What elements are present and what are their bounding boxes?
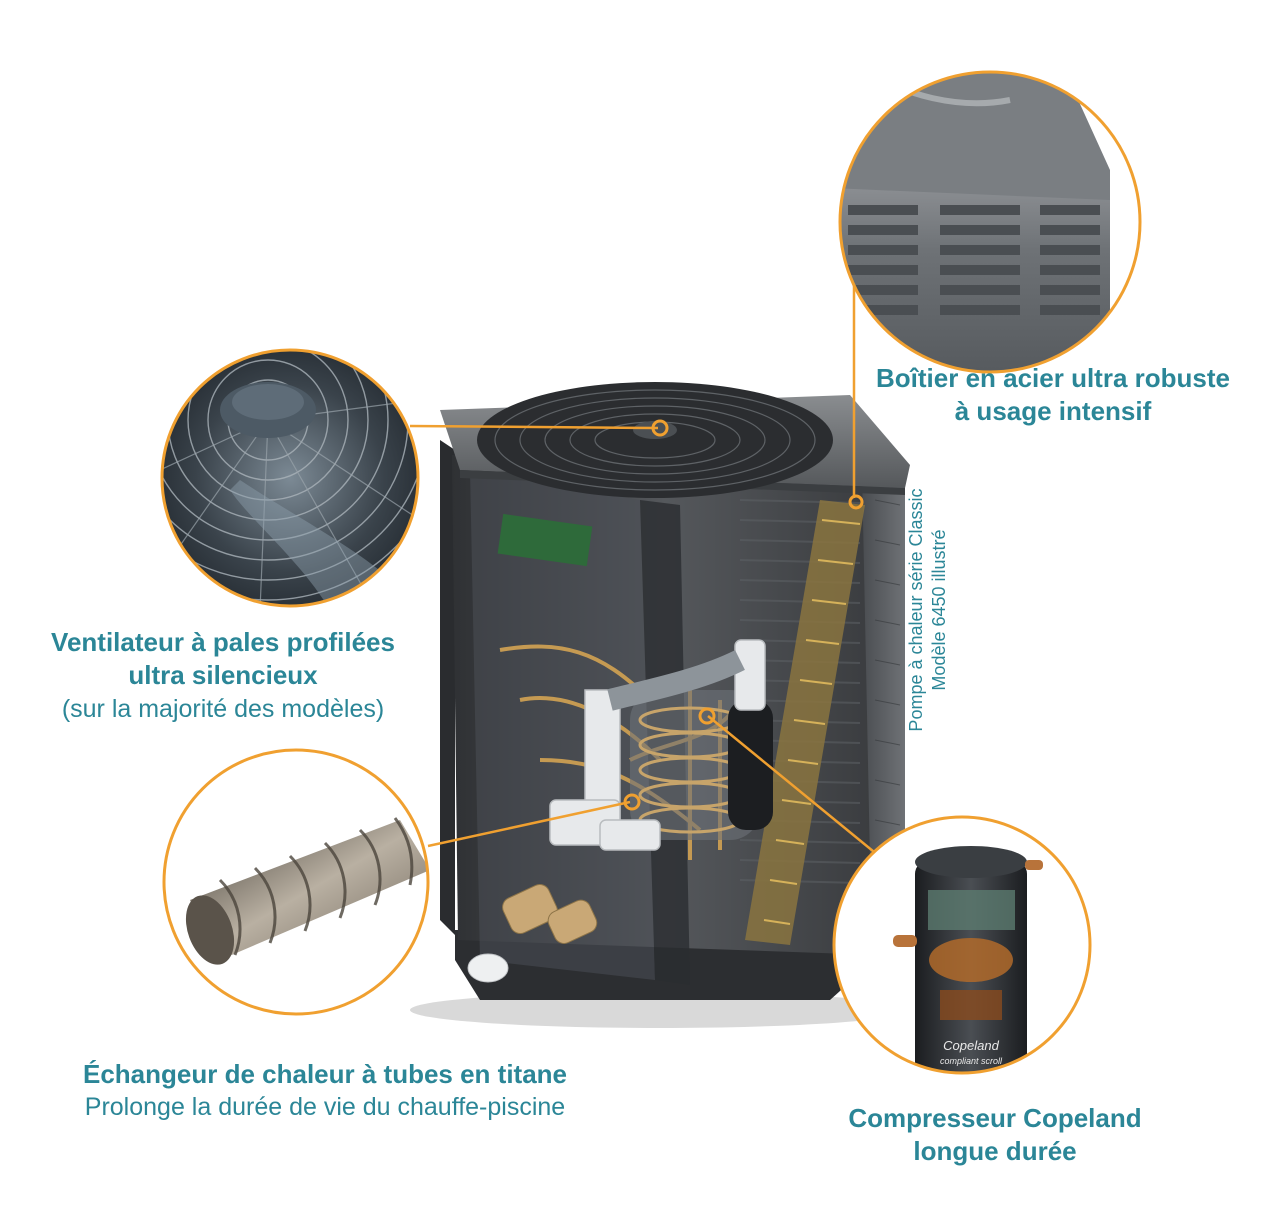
casing-label: Boîtier en acier ultra robuste à usage i…	[848, 362, 1258, 429]
casing-title-line2: à usage intensif	[954, 396, 1152, 427]
heat-exchanger-subtitle: Prolonge la durée de vie du chauffe-pisc…	[84, 1093, 566, 1122]
casing-title-line1: Boîtier en acier ultra robuste	[876, 363, 1230, 393]
compressor-title-line1: Compresseur Copeland	[848, 1103, 1142, 1133]
compressor-detail-circle: Copeland compliant scroll	[832, 815, 1092, 1075]
model-note-line1: Pompe à chaleur série Classic	[906, 488, 926, 732]
heat-exchanger-title: Échangeur de chaleur à tubes en titane	[82, 1059, 568, 1089]
compressor-title-line2: longue durée	[913, 1136, 1077, 1167]
callout-target-dots	[623, 419, 864, 811]
model-note-line2: Modèle 6450 illustré	[929, 529, 950, 691]
callout-connectors	[409, 282, 891, 866]
fan-title-line1: Ventilateur à pales profilées	[51, 627, 395, 657]
model-note: Pompe à chaleur série Classic Modèle 645…	[905, 450, 965, 770]
heat-exchanger-label: Échangeur de chaleur à tubes en titane P…	[30, 1058, 620, 1123]
fan-note: (sur la majorité des modèles)	[61, 694, 385, 723]
compressor-brand-subtext: compliant scroll	[940, 1056, 1003, 1066]
fan-title-line2: ultra silencieux	[128, 660, 318, 691]
compressor-brand-text: Copeland	[943, 1038, 999, 1053]
fan-label: Ventilateur à pales profilées ultra sile…	[18, 626, 428, 725]
heat-pump-unit	[410, 382, 910, 1028]
fan-detail-circle	[160, 348, 420, 608]
compressor-label: Compresseur Copeland longue durée	[810, 1102, 1180, 1169]
heat-exchanger-detail-circle	[162, 748, 430, 1016]
casing-detail-circle	[838, 70, 1142, 374]
